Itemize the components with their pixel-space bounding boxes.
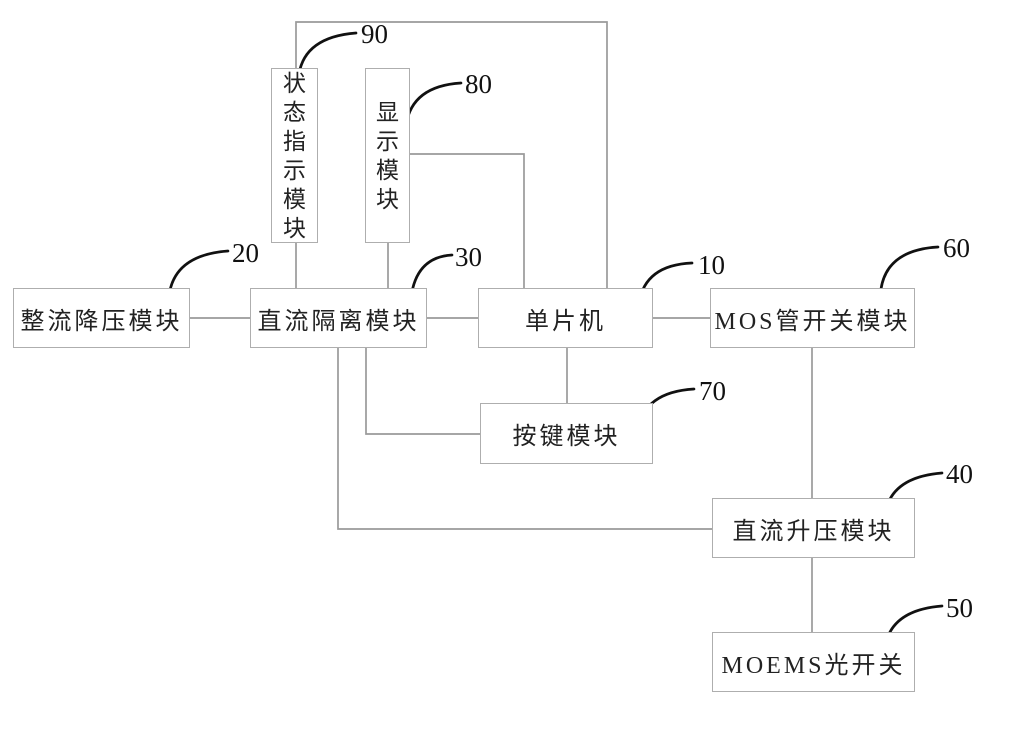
leader-line-60: [879, 245, 940, 291]
block-label: MOEMS光开关: [721, 652, 906, 679]
block-label: 状态指示模块: [283, 70, 306, 241]
ref-number-60: 60: [943, 233, 970, 263]
ref-number-10: 10: [698, 250, 725, 280]
ref-number-70: 70: [699, 376, 726, 406]
connector-status-indicator-to-mcu-top: [295, 21, 608, 288]
block-label: 整流降压模块: [20, 308, 183, 335]
block-label: MOS管开关模块: [714, 308, 911, 335]
block-moems-optical-switch: MOEMS光开关: [712, 632, 915, 692]
connector-isolation-to-key-module: [365, 348, 480, 435]
ref-number-30: 30: [455, 242, 482, 272]
block-label: 按键模块: [512, 424, 621, 450]
block-label: 直流隔离模块: [257, 308, 420, 335]
block-label: 单片机: [525, 308, 606, 335]
ref-number-20: 20: [232, 238, 259, 268]
block-display-module: 显示模块: [365, 68, 410, 243]
ref-number-40: 40: [946, 459, 973, 489]
block-key-module: 按键模块: [480, 403, 653, 464]
ref-number-80: 80: [465, 69, 492, 99]
block-rectifier-buck-module: 整流降压模块: [13, 288, 190, 348]
leader-line-90: [297, 31, 358, 76]
connector-isolation-to-dc-boost: [337, 348, 712, 530]
block-mcu: 单片机: [478, 288, 653, 348]
leader-line-80: [404, 81, 463, 127]
ref-number-50: 50: [946, 593, 973, 623]
block-status-indicator-module: 状态指示模块: [271, 68, 318, 243]
connector-display-to-mcu-top: [410, 153, 525, 288]
block-dc-boost-module: 直流升压模块: [712, 498, 915, 558]
block-dc-isolation-module: 直流隔离模块: [250, 288, 427, 348]
block-label: 直流升压模块: [732, 518, 895, 545]
block-label: 显示模块: [376, 99, 399, 212]
ref-number-90: 90: [361, 19, 388, 49]
block-mos-switch-module: MOS管开关模块: [710, 288, 915, 348]
